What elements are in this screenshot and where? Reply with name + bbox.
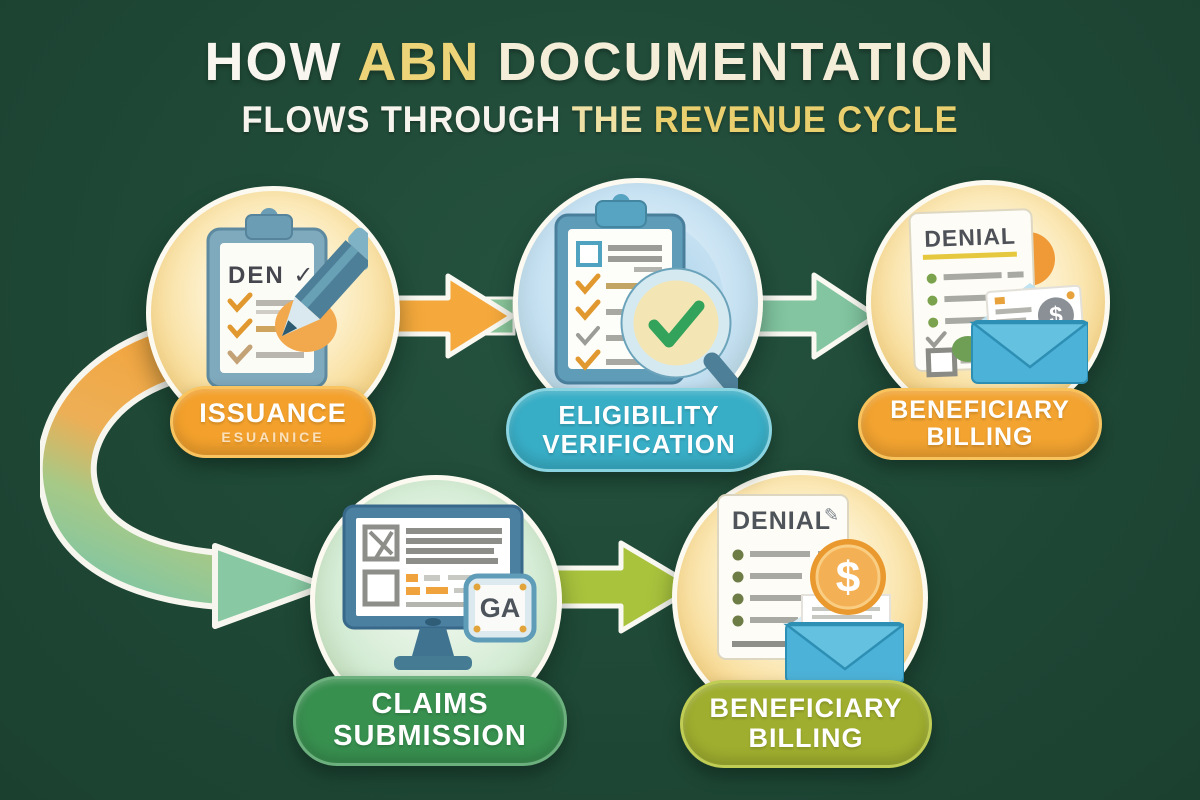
node-eligibility-circle	[513, 178, 763, 428]
title-line-2: FLOWS THROUGH THE REVENUE CYCLE	[42, 99, 1158, 141]
arrow-eligibility-to-beneficiary	[744, 272, 879, 360]
ga-modifier-card: GA	[463, 573, 537, 643]
clipboard-pen-icon: DEN ✓	[206, 208, 368, 389]
pill-beneficiary-top-line2: BILLING	[926, 423, 1034, 451]
title-seg-documentation: DOCUMENTATION	[497, 32, 996, 92]
pill-beneficiary-bottom-line2: BILLING	[748, 723, 864, 753]
pill-claims-line2: SUBMISSION	[333, 720, 527, 752]
pill-beneficiary-billing-top: BENEFICIARY BILLING	[858, 388, 1102, 460]
pill-beneficiary-billing-bottom: BENEFICIARY BILLING	[680, 680, 932, 768]
pill-beneficiary-bottom-line1: BENEFICIARY	[709, 693, 903, 724]
title-seg-flows-through: FLOWS THROUGH	[241, 98, 572, 140]
pill-claims-line1: CLAIMS	[371, 688, 489, 721]
pill-beneficiary-top-line1: BENEFICIARY	[890, 395, 1070, 424]
pill-issuance-sublabel: ESUAINICE	[221, 428, 325, 445]
green-check-icon	[648, 300, 705, 348]
title-seg-abn: ABN	[357, 32, 498, 92]
pen-icon	[281, 227, 368, 337]
clipboard-magnifier-icon	[554, 194, 738, 396]
pill-eligibility-verification: ELIGIBILITY VERIFICATION	[506, 388, 772, 472]
denial-title-text: DENIAL	[732, 507, 831, 535]
pen-glyph: ✎	[824, 505, 839, 525]
curved-flow-arrow	[40, 318, 328, 629]
denial-letter-envelope-icon: DENIAL	[908, 208, 1088, 384]
ga-card-text: GA	[480, 593, 521, 623]
pill-issuance-label: ISSUANCE	[199, 397, 347, 428]
coin-dollar-text: $	[836, 553, 860, 602]
title-seg-the: THE	[571, 98, 654, 140]
title-line-1: HOW ABN DOCUMENTATION	[0, 34, 1200, 91]
monitor-claim-form-icon: GA	[342, 504, 537, 670]
pill-eligibility-line2: VERIFICATION	[542, 429, 736, 459]
envelope-icon: $	[969, 283, 1088, 384]
doc-header-text: DEN ✓	[228, 262, 315, 289]
pill-eligibility-line1: ELIGIBILITY	[558, 400, 720, 431]
node-beneficiary-top-circle: DENIAL	[866, 180, 1110, 424]
title-seg-revenue-cycle: REVENUE CYCLE	[653, 98, 959, 140]
page-title: HOW ABN DOCUMENTATION FLOWS THROUGH THE …	[0, 34, 1200, 141]
dollar-coin-icon: $	[810, 539, 886, 615]
denial-coin-envelope-icon: DENIAL ✎ $	[717, 494, 904, 684]
pill-issuance: ISSUANCE ESUAINICE	[170, 386, 376, 458]
title-seg-how: HOW	[204, 32, 358, 92]
curved-arrowhead	[212, 543, 328, 629]
denial-title-text: DENIAL	[924, 223, 1016, 252]
pill-claims-submission: CLAIMS SUBMISSION	[293, 676, 567, 766]
